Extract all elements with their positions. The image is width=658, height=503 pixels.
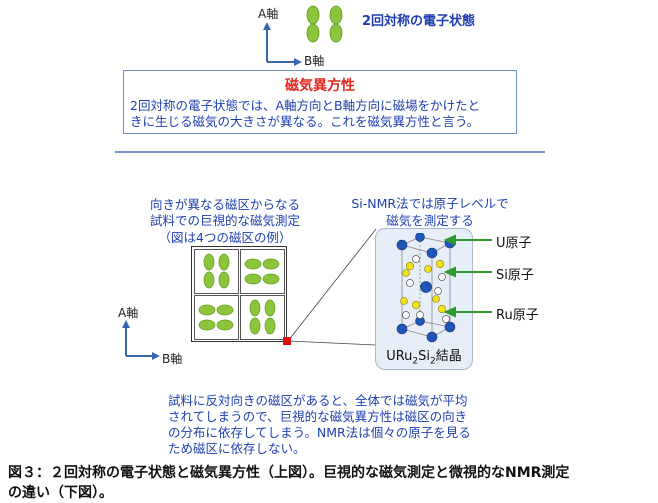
u-atom-label: U原子: [496, 236, 532, 251]
magnetic-domain-grid: [191, 246, 287, 342]
left-axes: [122, 320, 160, 360]
state-label: 2回対称の電子状態: [362, 14, 476, 29]
domain-cell-bottom-right: [240, 295, 285, 340]
domain-cell-top-right: [240, 249, 285, 294]
top-axis-a-label: A軸: [258, 7, 279, 21]
zoom-marker: [283, 337, 291, 345]
domain-cell-bottom-left: [194, 295, 239, 340]
right-caption-2: 磁気を測定する: [386, 213, 474, 228]
ru-atom-label: Ru原子: [496, 308, 539, 323]
crystal-label: URu2Si2結晶: [386, 349, 462, 367]
paragraph-line-1: 試料に反対向きの磁区があると、全体では磁気が平均: [168, 393, 468, 408]
note-line-1: 2回対称の電子状態では、A軸方向とB軸方向に磁場をかけたと: [130, 98, 481, 113]
domain-cell-top-left: [194, 249, 239, 294]
section-divider: [115, 151, 545, 153]
domain-orbital-icon: [198, 304, 234, 331]
note-title: 磁気異方性: [285, 78, 355, 94]
si-atom-label: Si原子: [496, 268, 534, 283]
paragraph-line-2: されてしまうので、巨視的な磁気異方性は磁区の向き: [168, 409, 468, 424]
paragraph-line-4: ため磁区に依存しない。: [168, 441, 306, 456]
left-caption-1: 向きが異なる磁区からなる: [149, 197, 300, 212]
domain-orbital-icon: [203, 253, 230, 289]
top-axes: [263, 22, 302, 66]
figure-caption-line-2: の違い（下図）。: [8, 485, 113, 501]
note-line-2: きに生じる磁気の大きさが異なる。これを磁気異方性と言う。: [130, 114, 480, 129]
paragraph-line-3: の分布に依存してしまう。NMR法は個々の原子を見る: [168, 425, 471, 440]
atom-label-arrows: [443, 234, 492, 318]
figure-caption-line-1: 図３：２回対称の電子状態と磁気異方性（上図）。巨視的な磁気測定と微視的なNMR測…: [8, 465, 570, 481]
top-axis-b-label: B軸: [304, 54, 325, 68]
left-caption-2: 試料での巨視的な磁気測定: [149, 213, 300, 228]
right-caption-1: Si-NMR法では原子レベルで: [351, 196, 509, 211]
two-fold-orbital-icon: [306, 5, 343, 43]
anisotropy-note-box: 磁気異方性 2回対称の電子状態では、A軸方向とB軸方向に磁場をかけたと きに生じ…: [123, 70, 517, 134]
left-caption-3: （図は4つの磁区の例）: [158, 230, 292, 245]
zoom-lines: [287, 228, 377, 346]
left-axis-a-label: A軸: [118, 306, 139, 320]
left-axis-b-label: B軸: [162, 352, 183, 366]
domain-orbital-icon: [244, 258, 280, 285]
crystal-structure-panel: URu2Si2結晶: [375, 228, 473, 370]
domain-orbital-icon: [249, 299, 276, 335]
